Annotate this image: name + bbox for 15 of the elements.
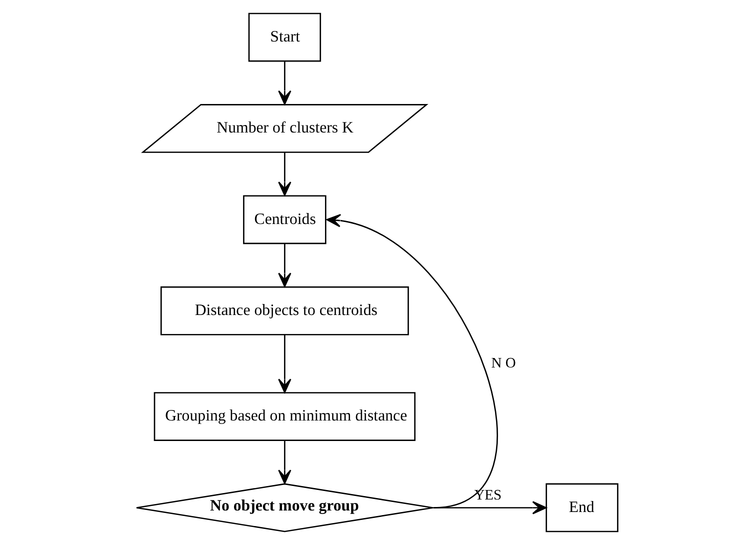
edge-label: YES xyxy=(474,488,502,504)
node-box: Distance objects to centroids xyxy=(160,286,408,336)
arrow xyxy=(278,440,291,484)
arrow xyxy=(432,501,546,514)
arrow xyxy=(326,214,498,508)
node-box: End xyxy=(545,483,618,532)
arrow xyxy=(278,61,291,105)
node-box: Grouping based on minimum distance xyxy=(153,392,416,441)
arrow xyxy=(278,335,291,394)
node-diamond: No object move group xyxy=(135,483,433,532)
arrow xyxy=(278,244,291,288)
edge-label: N O xyxy=(490,355,516,372)
arrow xyxy=(278,152,291,196)
node-box: Start xyxy=(248,12,321,62)
node-box: Centroids xyxy=(242,195,326,244)
